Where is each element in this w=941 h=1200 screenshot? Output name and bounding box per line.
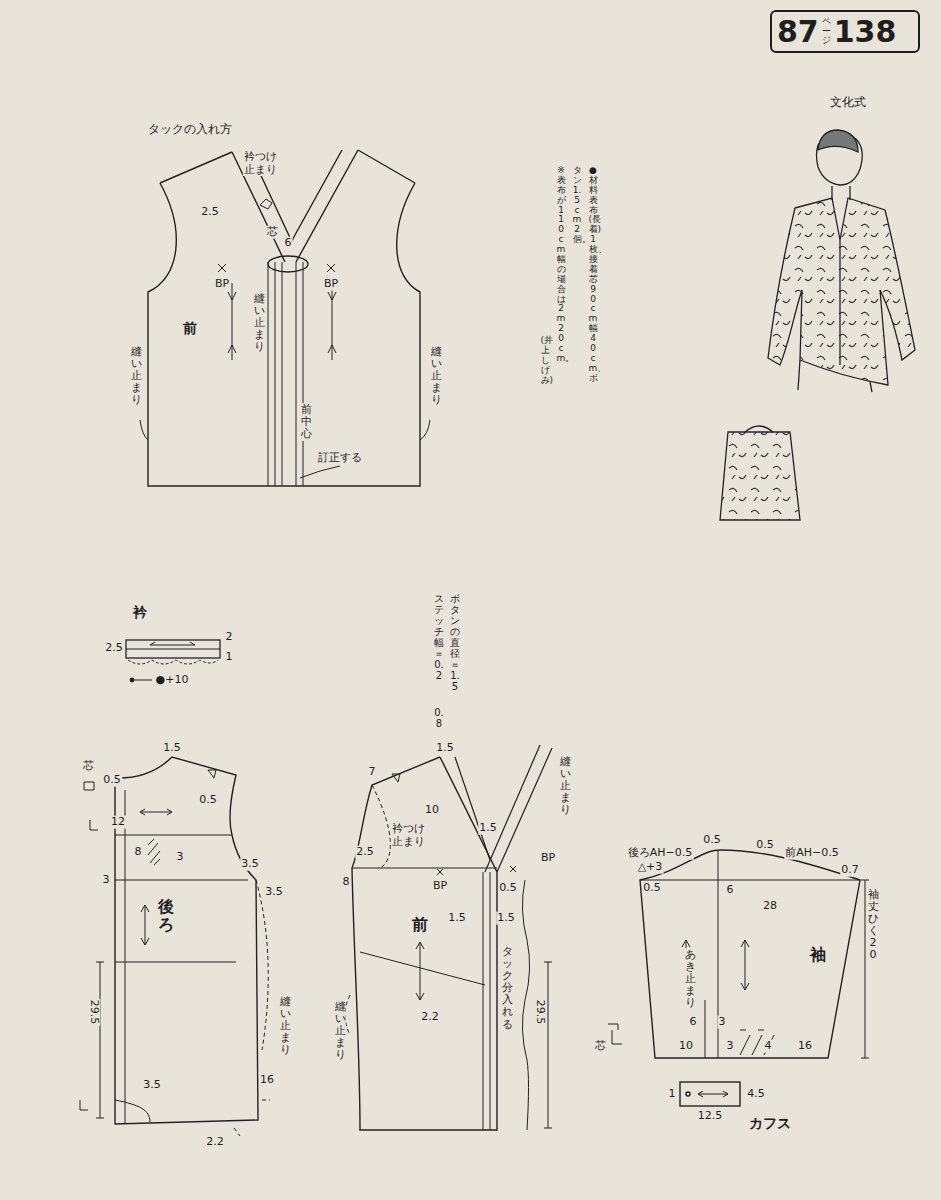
page-number: 138 [834,15,897,48]
dimension-label: BP [214,278,230,291]
dimension-label: 1 [668,1088,677,1101]
vertical-note: (井上しげみ) [541,335,550,386]
dimension-label: 2.5 [104,642,124,655]
sleeve-piece [608,850,869,1106]
dimension-label: 1.5 [435,742,455,755]
dimension-label: 芯 [266,226,279,239]
dimension-label: 0.5 [702,834,722,847]
back-piece [80,757,270,1136]
dimension-label: 1.5 [447,912,467,925]
dimension-label: 前 [411,916,429,934]
model-illustration [720,130,915,520]
dimension-label: 1 [225,651,234,664]
dimension-label: 3 [176,851,185,864]
page-unit: ページ [822,17,831,47]
dimension-label: 2 [225,631,234,644]
dimension-label: △+3 [637,861,664,874]
dimension-label: 訂正する [317,452,363,465]
vertical-note: 縫い止まり [280,995,291,1057]
dimension-label: 1.5 [162,742,182,755]
dimension-label: BP [540,852,556,865]
dimension-label: 3.5 [142,1079,162,1092]
dimension-label: タックの入れ方 [147,123,233,137]
dimension-label: 1.5 [496,912,516,925]
dimension-label: 0.5 [755,839,775,852]
page-number-box: 87ページ138 [770,10,920,53]
dimension-label: 12 [110,816,126,829]
dimension-label: 文化式 [829,96,867,110]
vertical-note: 縫い止まり [254,292,265,354]
dimension-label: 4.5 [746,1088,766,1101]
dimension-label: 芯 [594,1040,607,1053]
dimension-label: 6 [689,1016,698,1029]
dimension-label: 2.2 [420,1011,440,1024]
dimension-label: 3.5 [264,886,284,899]
dimension-label: 7 [368,766,377,779]
vertical-note: 縫い止まり [335,1000,346,1062]
vertical-note: ●材料 表布(長着)1枚、接着芯90cm幅40cm、ボ [589,165,598,385]
front-tuck-diagram [140,150,430,486]
dimension-label: BP [432,880,448,893]
vertical-note: 袖丈ひく20 [868,888,879,963]
dimension-label: 6 [726,884,735,897]
vertical-note: ボタンの直径＝1.5 [450,592,460,693]
front-piece [345,745,552,1130]
dimension-label: 袖 [809,946,827,964]
dimension-label: BP [323,278,339,291]
dimension-label: 4 [764,1040,773,1053]
dimension-label: 衿 [132,604,148,620]
vertical-note: タック分入れる [502,945,513,1032]
dimension-label: 2.5 [200,206,220,219]
dimension-label: 29.5 [534,999,547,1026]
dimension-label: 0.5 [102,774,122,787]
dimension-label: ●+10 [155,674,190,687]
dimension-label: 8 [134,846,143,859]
vertical-note: 縫い止まり [431,345,442,407]
dimension-label: 12.5 [697,1110,724,1123]
dimension-label: 0.5 [642,882,662,895]
dimension-label: 0.5 [198,794,218,807]
dimension-label: 10 [424,804,440,817]
vertical-note: 前中心 [301,403,312,441]
dimension-label: 前 [182,320,198,336]
dimension-label: 3 [726,1040,735,1053]
vertical-note: ステッチ幅＝0.2 [434,592,444,682]
dimension-label: 衿つけ 止まり [243,150,281,176]
dimension-label: 前AH−0.5 [784,847,840,860]
dimension-label: 2.2 [205,1136,225,1149]
vertical-note: 縫い止まり [560,755,571,817]
dimension-label: 28 [762,900,778,913]
dimension-label: 3 [102,874,111,887]
dimension-label: 8 [342,876,351,889]
vertical-note: 0.8 [434,706,444,730]
dimension-label: 0.7 [840,864,860,877]
dimension-label: カフス [748,1115,792,1131]
dimension-label: 16 [259,1074,275,1087]
page-number: 87 [777,15,819,48]
vertical-note: あき止まり [685,948,696,1010]
dimension-label: 29.5 [88,999,101,1026]
dimension-label: 1.5 [478,822,498,835]
vertical-note: タン1.5cm2個。 [573,165,582,246]
dimension-label: 3.5 [240,858,260,871]
vertical-note: 縫い止まり [131,345,142,407]
dimension-label: 後ろAH−0.5 [627,847,694,860]
dimension-label: 芯 [82,760,95,773]
dimension-label: 2.5 [355,846,375,859]
dimension-label: 6 [284,237,293,250]
dimension-label: 衿つけ 止まり [391,822,429,848]
vertical-note: ※表布が110cm幅の場合は2m20cm。 [557,165,566,365]
vertical-note: 後ろ [158,897,174,934]
dimension-label: 10 [678,1040,694,1053]
dimension-label: 16 [797,1040,813,1053]
dimension-label: 0.5 [498,882,518,895]
dimension-label: 3 [718,1016,727,1029]
